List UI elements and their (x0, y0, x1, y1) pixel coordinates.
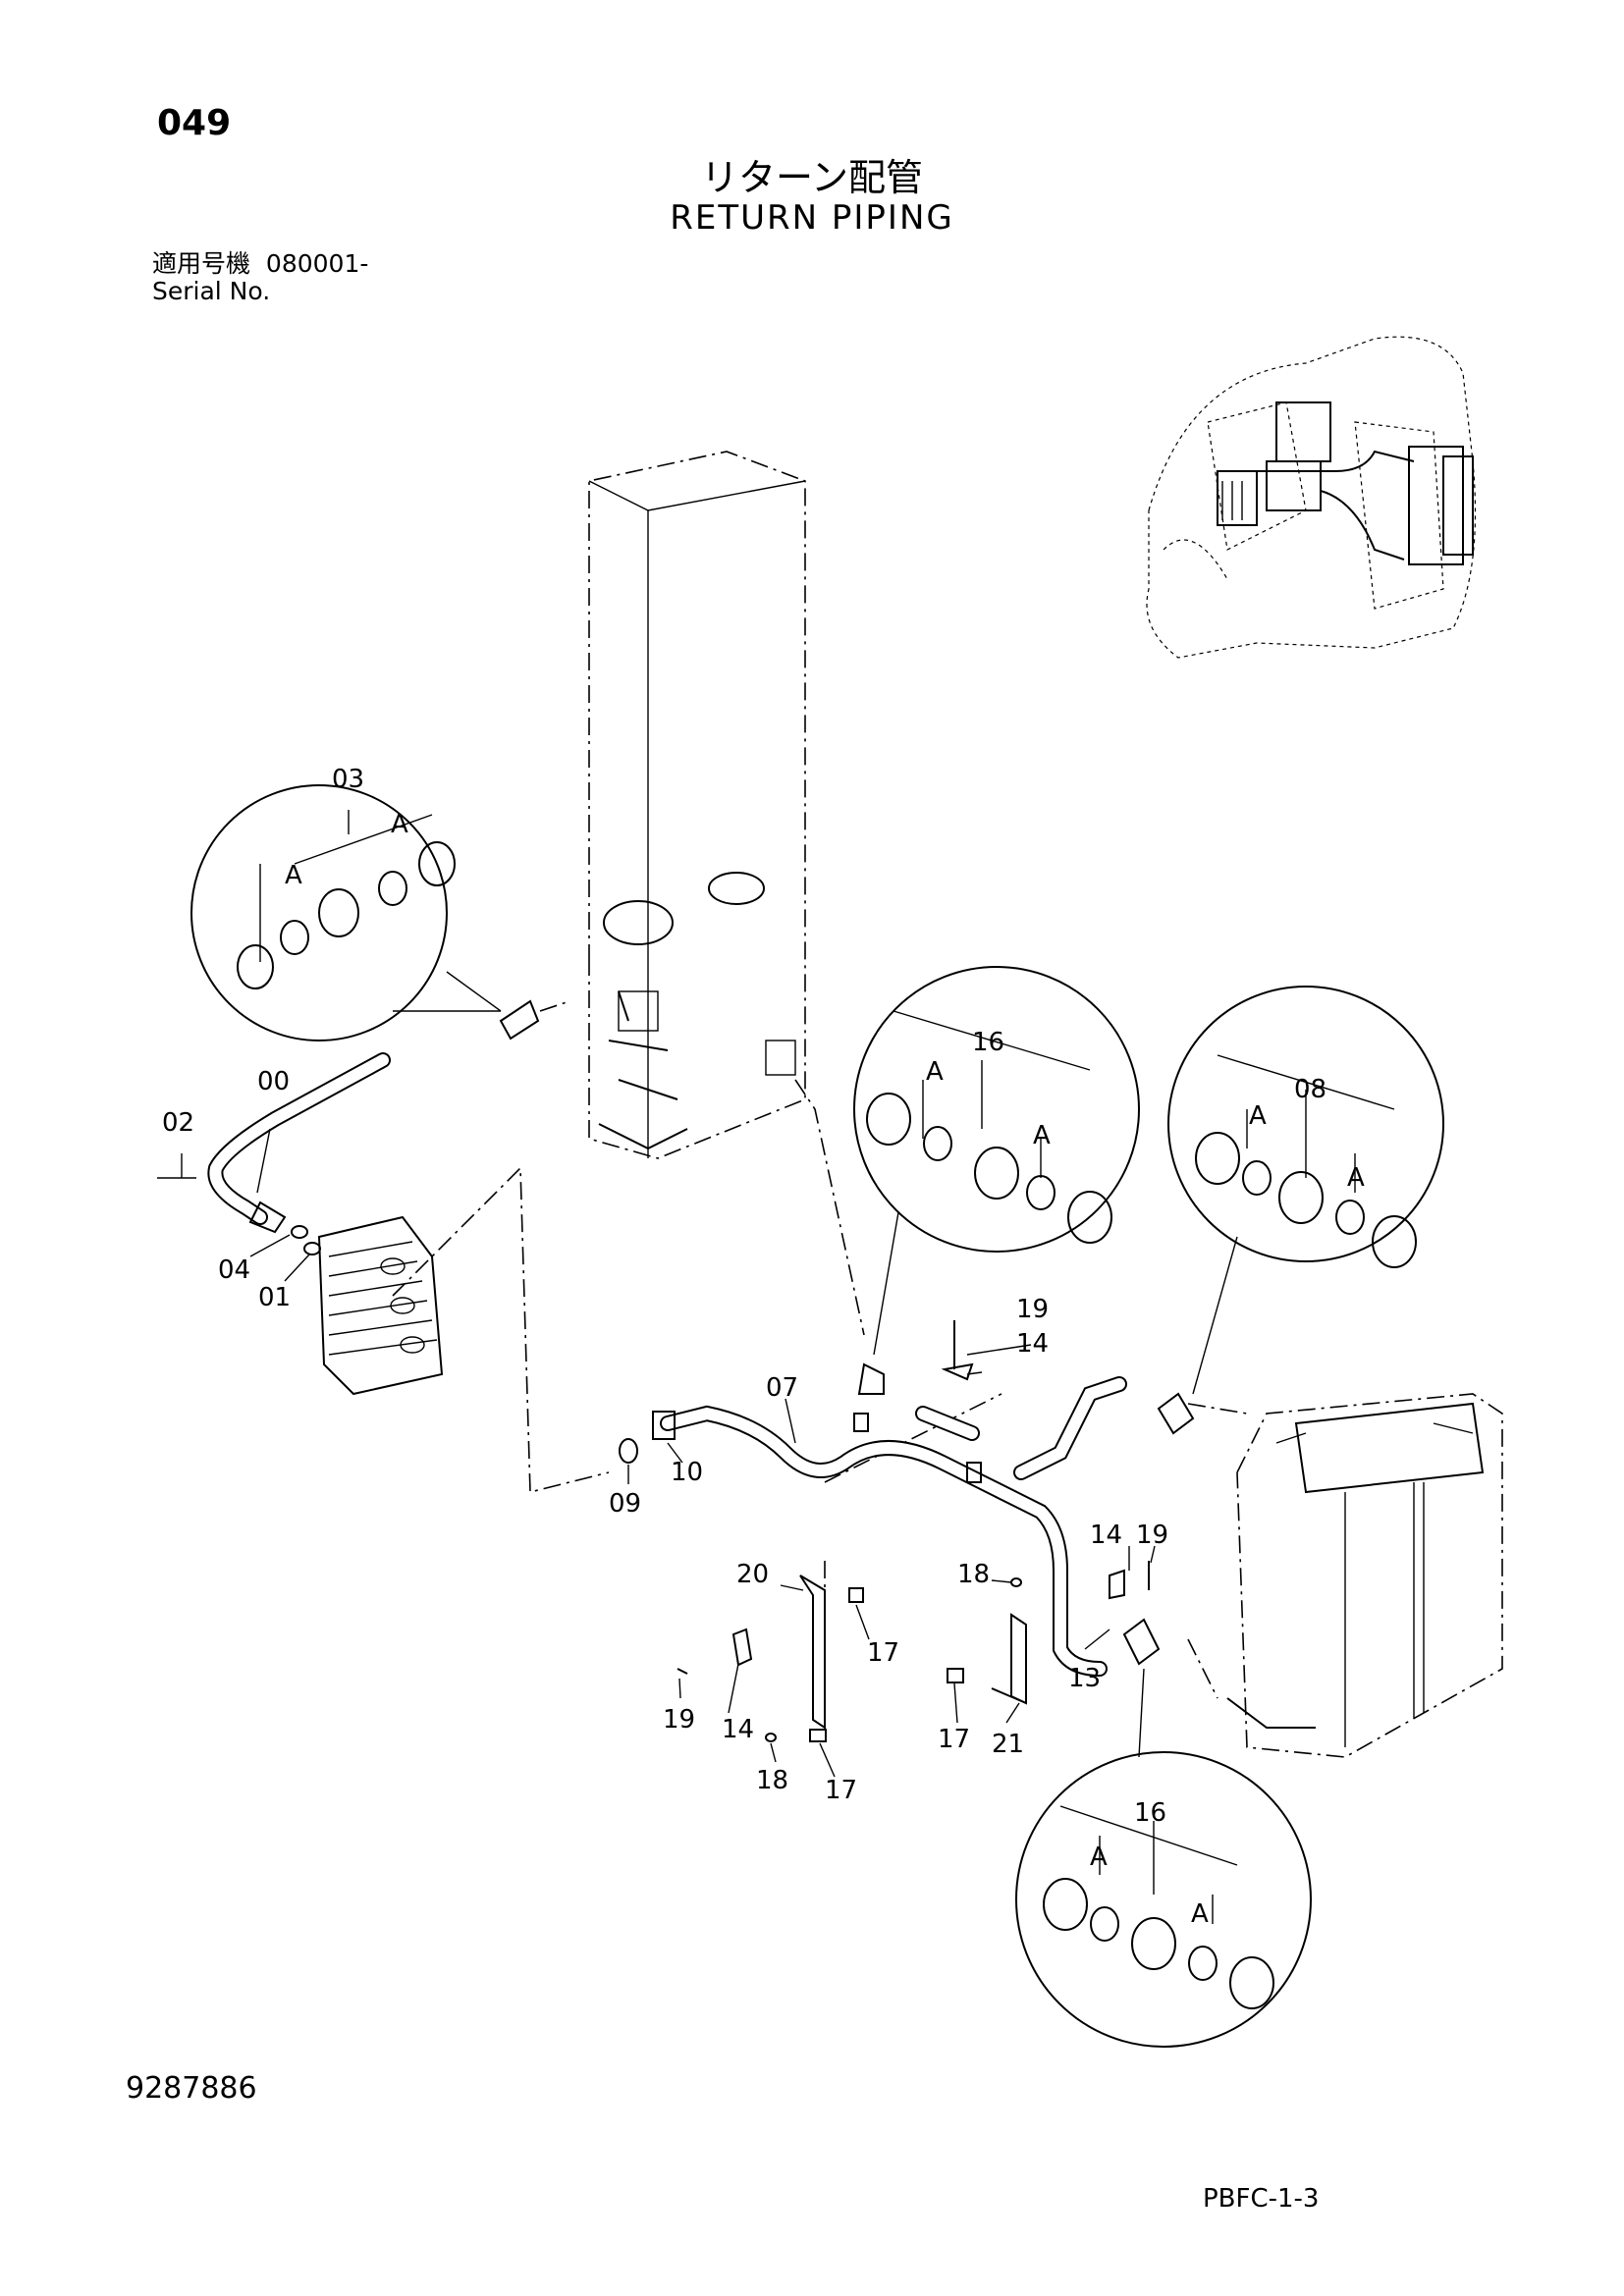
detail-circle-03 (190, 784, 502, 1041)
callout-a7-right: A (1191, 1899, 1209, 1929)
callout-labels: 00 02 04 01 03 A A 16 A A 08 A A 19 14 0… (162, 765, 1365, 1929)
callout-20: 20 (736, 1560, 769, 1589)
callout-01: 01 (258, 1283, 291, 1312)
sheet-id: PBFC-1-3 (1203, 2184, 1320, 2214)
callout-14-right: 14 (1090, 1521, 1122, 1550)
callout-18-right: 18 (957, 1560, 990, 1589)
serial-value: 080001- (265, 249, 369, 278)
callout-16-lower: 16 (1134, 1798, 1166, 1828)
callout-a7-left: A (1090, 1842, 1108, 1872)
callout-21: 21 (992, 1730, 1024, 1759)
serial-label-english: Serial No. (152, 277, 271, 305)
callout-19-left: 19 (663, 1705, 695, 1735)
callout-19-top: 19 (1016, 1295, 1049, 1324)
hydraulic-tank (588, 451, 806, 1159)
detail-circle-16-upper (853, 966, 1140, 1356)
machine-location-thumbnail (1146, 336, 1477, 659)
callout-14-top: 14 (1016, 1329, 1049, 1359)
callout-a3: A (926, 1057, 944, 1087)
callout-a5: A (1249, 1101, 1267, 1131)
document-number: 9287886 (126, 2071, 257, 2106)
serial-label-japanese: 適用号機 (152, 249, 251, 278)
callout-04: 04 (218, 1255, 250, 1285)
callout-16-upper: 16 (972, 1028, 1004, 1057)
callout-14-left: 14 (722, 1715, 754, 1744)
callout-13: 13 (1068, 1664, 1101, 1693)
callout-19-right: 19 (1136, 1521, 1168, 1550)
page-title-japanese: リターン配管 (700, 156, 924, 199)
control-valve (317, 1215, 444, 1396)
leader-lines (181, 1128, 1156, 1778)
detail-circle-16-lower (1015, 1668, 1312, 2048)
callout-10: 10 (671, 1458, 703, 1487)
callout-a4: A (1033, 1121, 1051, 1150)
callout-09: 09 (609, 1489, 641, 1519)
page-number: 049 (157, 103, 232, 143)
connection-lines (392, 1000, 1248, 1718)
callout-07: 07 (766, 1373, 798, 1403)
callout-00: 00 (257, 1067, 290, 1096)
page-title-english: RETURN PIPING (670, 198, 954, 238)
callout-a1: A (285, 861, 302, 890)
detail-circle-08 (1167, 986, 1444, 1395)
serial-number-block: 適用号機 080001- Serial No. (152, 250, 368, 305)
oil-cooler (1226, 1393, 1503, 1758)
callout-a6: A (1347, 1163, 1365, 1193)
callout-08: 08 (1294, 1075, 1326, 1104)
return-pipes (619, 1362, 1195, 1677)
callout-02: 02 (162, 1108, 194, 1138)
return-hose-00 (157, 999, 540, 1255)
callout-17-upper: 17 (867, 1638, 899, 1668)
callout-a2: A (391, 810, 408, 839)
callout-17-lower: 17 (938, 1725, 970, 1754)
callout-18-left: 18 (756, 1766, 788, 1795)
callout-03: 03 (332, 765, 364, 794)
brackets-and-fasteners (677, 1320, 1150, 1742)
callout-17-bottom: 17 (825, 1776, 857, 1805)
